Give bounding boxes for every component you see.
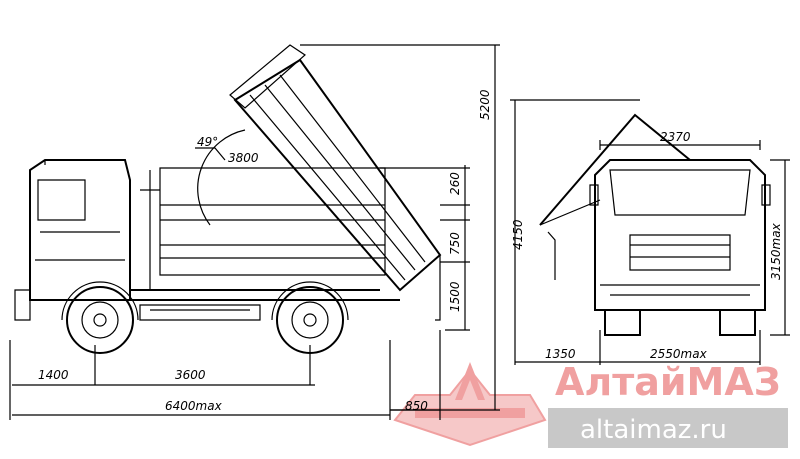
dim-body-width: 2370 (660, 130, 691, 144)
dim-overall-length: 6400max (165, 399, 223, 413)
dim-front-height: 3150max (769, 222, 783, 280)
front-dimension-lines (510, 99, 790, 365)
dim-body-height: 750 (448, 232, 462, 255)
side-view-truck (14, 44, 442, 354)
side-dimension-lines (9, 44, 500, 420)
dim-cab-height: 4150 (511, 219, 525, 250)
dim-overall-width: 2550max (650, 347, 708, 361)
maz-logo (393, 362, 547, 447)
dim-front-overhang: 1400 (38, 368, 69, 382)
dim-wheelbase: 3600 (175, 368, 206, 382)
dim-tipped-side-offset: 1350 (545, 347, 576, 361)
watermark-site-bg (548, 408, 788, 448)
dim-body-length: 3800 (228, 151, 259, 165)
dim-max-tipped-height: 5200 (478, 89, 492, 120)
dim-rear-overhang: 850 (405, 399, 428, 413)
front-view-truck (539, 113, 771, 336)
dim-side-height: 260 (448, 172, 462, 195)
dim-tilt-angle: 49° (197, 135, 218, 149)
watermark-brand: АлтайМАЗ (555, 360, 781, 404)
dim-floor-height: 1500 (448, 281, 462, 312)
watermark-site: altaimaz.ru (580, 415, 727, 445)
